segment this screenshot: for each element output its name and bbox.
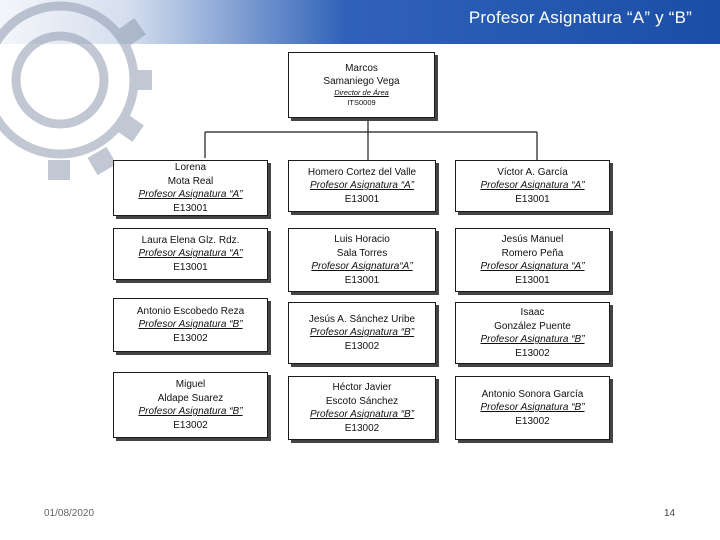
staff-name-line: Antonio Sonora García <box>481 388 584 400</box>
staff-role: Profesor Asignatura “B” <box>480 402 585 414</box>
staff-role: Profesor Asignatura “A” <box>480 261 585 272</box>
staff-code: E13002 <box>515 415 550 427</box>
staff-role: Profesor Asignatura“A” <box>311 261 413 272</box>
staff-code: E13001 <box>515 193 550 205</box>
staff-role: Profesor Asignatura “B” <box>138 319 243 331</box>
staff-code: E13001 <box>344 193 380 205</box>
staff-name-line: Isaac <box>520 307 545 318</box>
staff-name-line: González Puente <box>494 320 571 332</box>
staff-code: E13002 <box>173 332 208 344</box>
staff-role: Profesor Asignatura “B” <box>309 327 415 339</box>
staff-role: Profesor Asignatura “A” <box>309 180 415 192</box>
staff-name-line: Jesús Manuel <box>501 234 564 245</box>
staff-name-line: Romero Peña <box>501 247 564 259</box>
staff-role: Profesor Asignatura “B” <box>138 406 243 417</box>
staff-code: E13002 <box>515 347 550 359</box>
director-role: Director de Área <box>334 88 389 97</box>
staff-name-line: Víctor A. García <box>497 166 568 178</box>
staff-code: E13001 <box>173 202 208 214</box>
staff-name-line: Homero Cortez del Valle <box>307 166 417 178</box>
director-box: Marcos Samaniego Vega Director de Área I… <box>288 52 435 118</box>
staff-box: Laura Elena Glz. Rdz. Profesor Asignatura… <box>113 228 268 280</box>
footer-date: 01/08/2020 <box>44 508 95 519</box>
staff-role: Profesor Asignatura “B” <box>309 409 415 420</box>
director-name-line1: Marcos <box>345 63 378 74</box>
gear-logo-watermark <box>0 1 152 180</box>
staff-name-line: Luis Horacio <box>334 234 390 245</box>
slide-title: Profesor Asignatura “A” y “B” <box>468 8 692 27</box>
staff-name-line: Mota Real <box>167 175 214 187</box>
staff-code: E13001 <box>515 274 550 286</box>
staff-code: E13002 <box>344 340 380 352</box>
page-number: 14 <box>664 508 676 519</box>
staff-name-line: Aldape Suarez <box>157 392 224 404</box>
staff-code: E13001 <box>173 261 208 273</box>
director-name-line2: Samaniego Vega <box>323 76 400 87</box>
staff-code: E13002 <box>344 422 380 434</box>
staff-code: E13001 <box>344 274 380 286</box>
staff-role: Profesor Asignatura “A” <box>138 248 243 260</box>
staff-role: Profesor Asignatura “A” <box>138 189 243 200</box>
director-code: ITS0009 <box>347 98 376 107</box>
staff-name-line: Escoto Sánchez <box>325 395 399 407</box>
staff-name-line: Héctor Javier <box>332 382 392 393</box>
staff-role: Profesor Asignatura “B” <box>480 334 585 345</box>
staff-name-line: Lorena <box>174 162 207 173</box>
staff-name-line: Sala Torres <box>336 247 388 259</box>
staff-name-line: Laura Elena Glz. Rdz. <box>141 234 240 246</box>
staff-name-line: Miguel <box>175 379 206 390</box>
staff-code: E13002 <box>173 419 208 431</box>
staff-name-line: Jesús A. Sánchez Uribe <box>308 313 416 325</box>
staff-name-line: Antonio Escobedo Reza <box>136 305 245 317</box>
staff-role: Profesor Asignatura “A” <box>480 180 585 192</box>
